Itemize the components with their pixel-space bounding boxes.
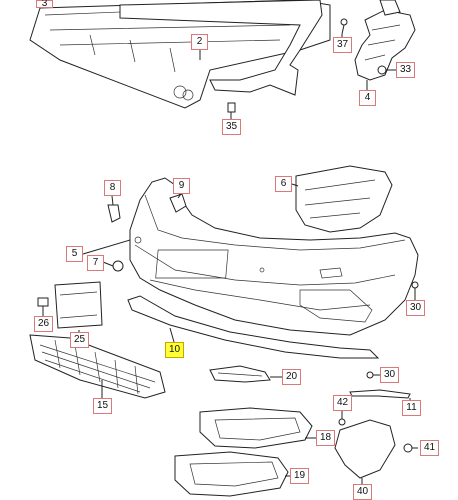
fog-light-frame-19-part	[174, 451, 289, 497]
front-spoiler-part	[127, 295, 380, 359]
callout-25[interactable]: 25	[70, 332, 89, 348]
callout-8[interactable]: 8	[104, 180, 121, 196]
cap-7-part	[112, 260, 124, 272]
license-plate-holder-part	[54, 281, 103, 329]
callout-11[interactable]: 11	[402, 400, 421, 416]
mounting-bracket-6-part	[295, 165, 393, 233]
callout-9[interactable]: 9	[173, 178, 190, 194]
clip-35-part	[227, 102, 236, 120]
callout-33[interactable]: 33	[396, 62, 415, 78]
callout-30-lower[interactable]: 30	[380, 367, 399, 383]
leader-lines	[42, 34, 418, 484]
callout-6[interactable]: 6	[275, 176, 292, 192]
callout-5[interactable]: 5	[66, 246, 83, 262]
callout-19[interactable]: 19	[290, 468, 309, 484]
screw-26-part	[37, 297, 49, 315]
fog-light-frame-18-part	[199, 407, 313, 449]
nut-41-part	[403, 443, 413, 453]
callout-3[interactable]: 3	[36, 0, 53, 9]
callout-18[interactable]: 18	[316, 430, 335, 446]
bumper-cover-part	[129, 177, 419, 336]
screw-30-upper-part	[411, 281, 419, 298]
callout-37[interactable]: 37	[333, 37, 352, 53]
lower-grille-part	[29, 334, 166, 399]
clip-9-part	[169, 193, 187, 213]
reinforcement-bar-part	[119, 0, 323, 96]
screw-37-part	[340, 18, 348, 35]
callout-41[interactable]: 41	[420, 440, 439, 456]
callout-30-upper[interactable]: 30	[406, 300, 425, 316]
callout-42[interactable]: 42	[333, 395, 352, 411]
nut-33-part	[377, 65, 396, 75]
callout-26[interactable]: 26	[34, 316, 53, 332]
callout-2[interactable]: 2	[191, 34, 208, 50]
screw-30-lower-part	[366, 371, 378, 379]
clip-8-part	[107, 204, 121, 223]
callout-7[interactable]: 7	[87, 255, 104, 271]
callout-20[interactable]: 20	[282, 369, 301, 385]
bracket-40-part	[334, 419, 396, 479]
callout-40[interactable]: 40	[353, 484, 372, 500]
bumper-bracket-part	[354, 0, 416, 81]
screw-42-part	[338, 418, 346, 426]
trim-strip-11-part	[349, 389, 411, 399]
callout-15[interactable]: 15	[93, 398, 112, 414]
trim-strip-20-part	[209, 365, 271, 383]
callout-4[interactable]: 4	[359, 90, 376, 106]
callout-35[interactable]: 35	[222, 119, 241, 135]
callout-10[interactable]: 10	[165, 342, 184, 358]
